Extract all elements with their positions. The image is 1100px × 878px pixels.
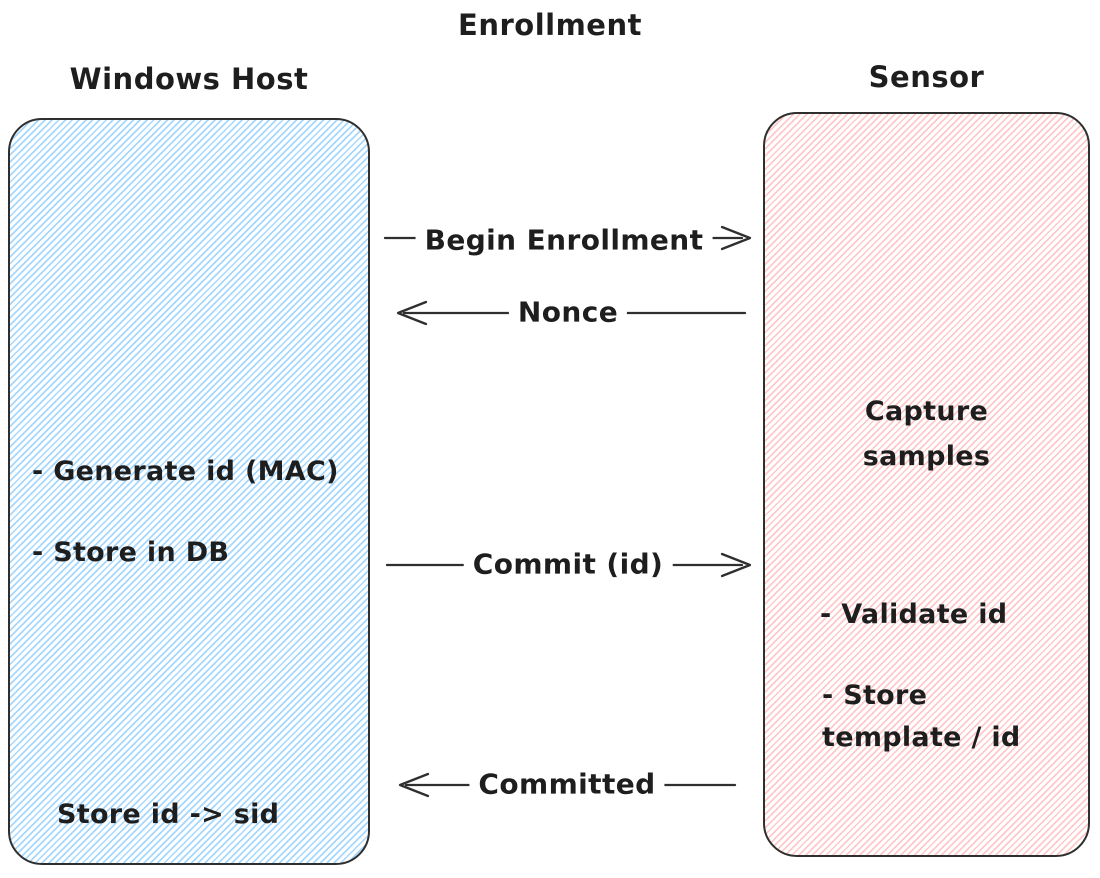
sensor-note-capture-samples: Capture samples <box>862 396 991 472</box>
sensor-note-validate-id: - Validate id <box>820 599 1008 630</box>
message-label-nonce: Nonce <box>508 295 628 329</box>
host-actor-label: Windows Host <box>69 62 309 96</box>
arrow-head-left-icon <box>396 300 428 326</box>
message-label-commit-id: Commit (id) <box>463 547 673 581</box>
message-label-committed: Committed <box>469 767 665 801</box>
message-label-begin-enrollment: Begin Enrollment <box>415 223 713 257</box>
diagram-title: Enrollment <box>458 8 642 42</box>
sensor-actor-label: Sensor <box>868 60 985 94</box>
arrow-head-left-icon <box>398 772 430 798</box>
host-note-store-sid: Store id -> sid <box>57 799 280 830</box>
arrow-head-right-icon <box>720 225 752 251</box>
host-note-generate-id: - Generate id (MAC) <box>32 456 339 487</box>
host-lifeline-box: - Generate id (MAC) - Store in DB Store … <box>8 118 370 865</box>
arrow-head-right-icon <box>720 552 752 578</box>
sensor-lifeline-box: Capture samples - Validate id - Store te… <box>763 112 1090 857</box>
host-note-store-db: - Store in DB <box>32 537 230 568</box>
sensor-note-store-template: - Store template / id <box>822 680 1021 753</box>
